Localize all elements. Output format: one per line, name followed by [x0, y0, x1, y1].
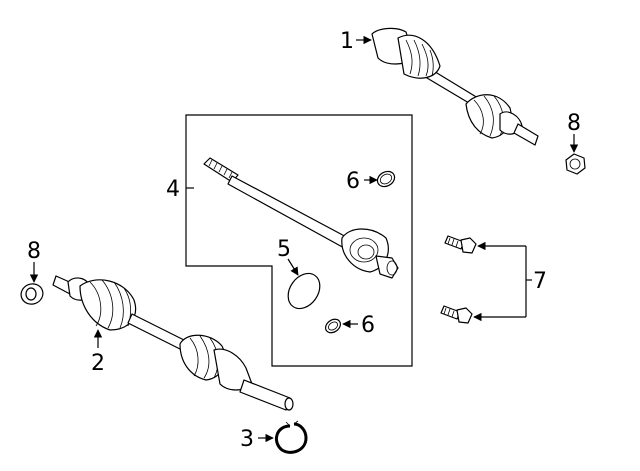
hub-nut-right[interactable] [565, 153, 586, 175]
intermediate-shaft[interactable] [203, 157, 399, 279]
leader-5 [287, 258, 299, 276]
callout-7: 7 [533, 269, 547, 294]
callout-1: 1 [340, 29, 354, 54]
seal-ring-upper[interactable] [375, 168, 398, 189]
half-shaft-lower[interactable] [52, 275, 294, 411]
callout-8-right: 8 [567, 111, 581, 136]
callout-6-lower: 6 [361, 313, 375, 338]
seal-ring-lower[interactable] [323, 316, 343, 335]
callout-6-upper: 6 [346, 169, 360, 194]
half-shaft-upper[interactable] [371, 27, 539, 146]
callout-8-left: 8 [27, 239, 41, 264]
callout-5: 5 [277, 237, 291, 262]
callout-2: 2 [91, 351, 105, 376]
callout-3: 3 [240, 427, 254, 452]
o-ring[interactable] [282, 267, 327, 314]
bolt-lower[interactable] [440, 305, 473, 324]
circlip[interactable] [274, 420, 308, 454]
bolt-upper[interactable] [444, 235, 477, 254]
callout-4: 4 [166, 177, 180, 202]
inset-frame [185, 114, 413, 367]
hub-nut-left[interactable] [18, 281, 46, 307]
